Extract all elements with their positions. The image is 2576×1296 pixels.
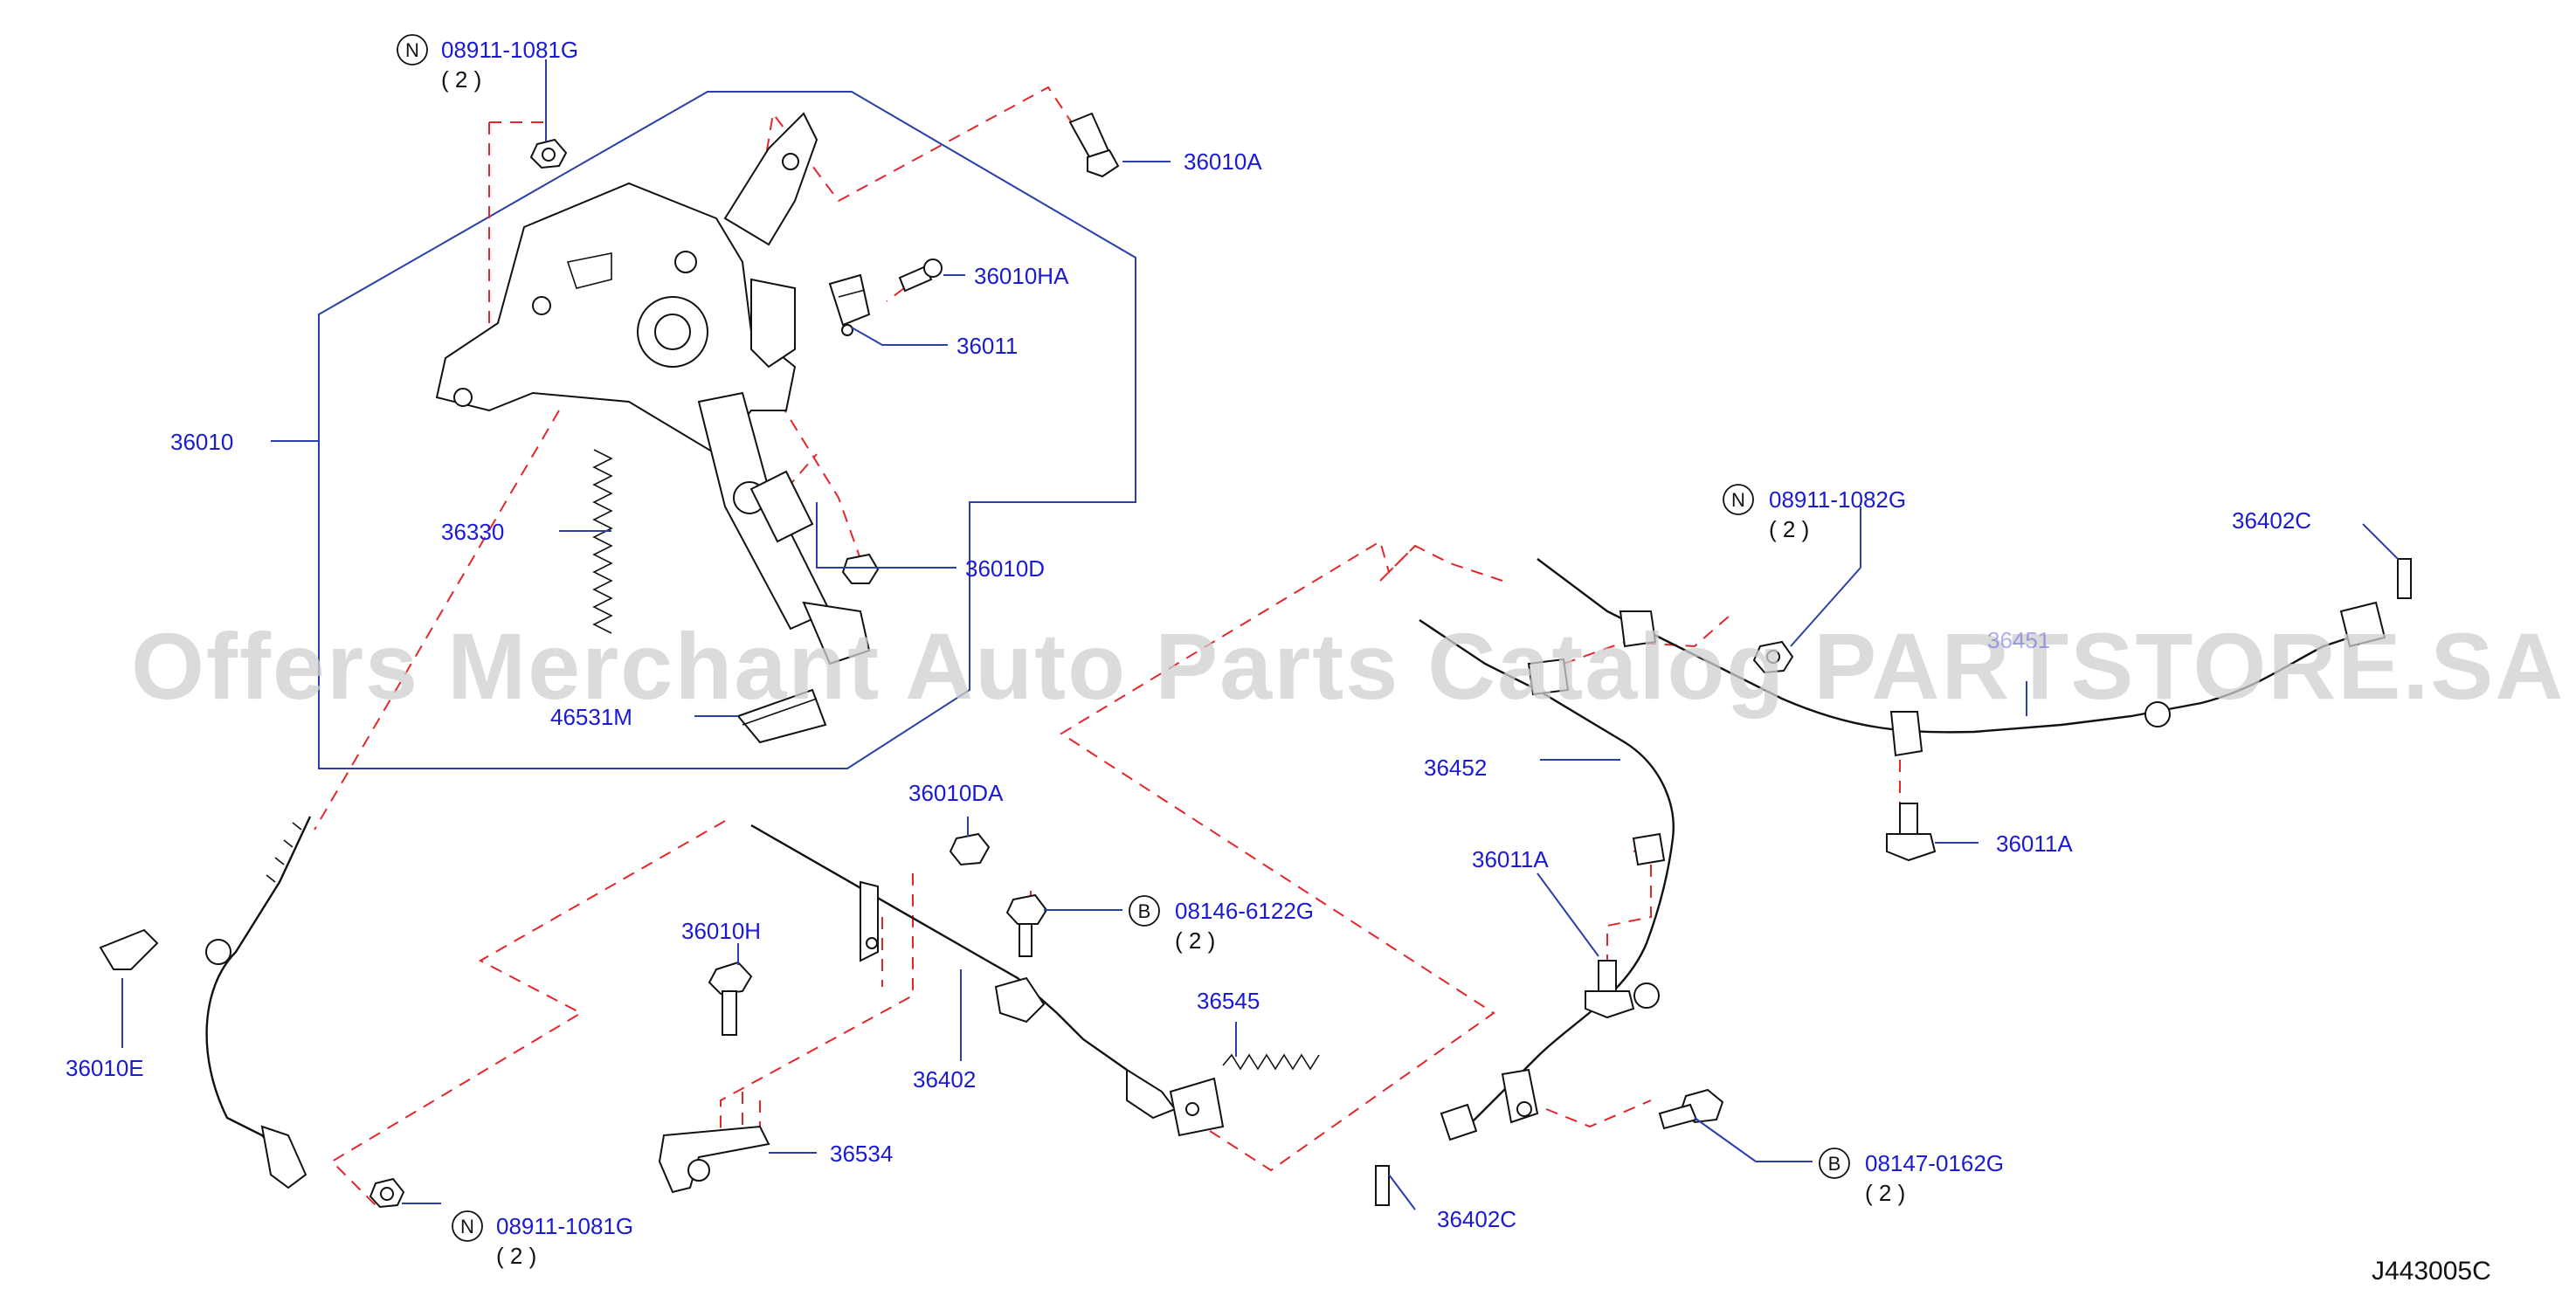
callout-n-right[interactable]: N 08911-1082G ( 2 ) <box>1723 484 1906 542</box>
pedal-arm <box>697 391 871 744</box>
rear-cable-36452 <box>1419 619 1675 1141</box>
callout-b-right-number[interactable]: 08147-0162G <box>1865 1150 2004 1176</box>
bolt-36011A-left <box>1585 960 1635 1019</box>
bolt-08146-6122G <box>1005 893 1048 957</box>
label-36010DA[interactable]: 36010DA <box>908 780 1004 806</box>
label-46531M[interactable]: 46531M <box>550 704 632 730</box>
callout-n-bottom[interactable]: N 08911-1081G ( 2 ) <box>452 1210 633 1269</box>
callout-b-mid-circle <box>1129 895 1160 927</box>
callout-n-bottom-letter: N <box>460 1216 474 1237</box>
callout-n-right-letter: N <box>1731 489 1745 511</box>
diagram-code: J443005C <box>2372 1257 2491 1286</box>
label-36534[interactable]: 36534 <box>830 1141 893 1167</box>
label-36010HA[interactable]: 36010HA <box>974 263 1069 289</box>
label-36010D[interactable]: 36010D <box>965 555 1045 582</box>
callout-b-mid-number[interactable]: 08146-6122G <box>1175 898 1314 924</box>
bolt-08147-0162G <box>1658 1088 1724 1130</box>
callout-n-bottom-number[interactable]: 08911-1081G <box>496 1213 633 1239</box>
callout-n-top-circle <box>397 34 428 65</box>
return-spring <box>592 449 613 634</box>
bracket-36534 <box>658 1125 770 1194</box>
label-36010A[interactable]: 36010A <box>1184 148 1262 175</box>
callout-b-right-qty: ( 2 ) <box>1865 1180 1905 1206</box>
pin-36402C-bottom <box>1375 1165 1390 1206</box>
center-cable-36402 <box>750 824 1225 1137</box>
label-36402[interactable]: 36402 <box>913 1066 976 1093</box>
label-36330[interactable]: 36330 <box>441 519 504 545</box>
nut-08911-1082G <box>1752 640 1794 674</box>
callout-n-bottom-circle <box>452 1210 483 1242</box>
callout-n-right-circle <box>1723 484 1754 515</box>
clip-36011 <box>828 273 871 336</box>
callout-n-top-number[interactable]: 08911-1081G <box>441 37 578 63</box>
rear-cable-36451 <box>1537 558 2386 757</box>
label-36010H[interactable]: 36010H <box>681 918 761 944</box>
callout-n-top-letter: N <box>405 39 419 61</box>
callout-n-right-number[interactable]: 08911-1082G <box>1769 486 1906 513</box>
pin-36402C-top <box>2397 558 2412 599</box>
callout-n-right-qty: ( 2 ) <box>1769 516 1809 542</box>
label-36545[interactable]: 36545 <box>1197 988 1260 1014</box>
label-36402C-bottom[interactable]: 36402C <box>1437 1206 1516 1232</box>
label-36010E[interactable]: 36010E <box>66 1055 144 1081</box>
callout-n-bottom-qty: ( 2 ) <box>496 1243 536 1269</box>
bolt-36010HA <box>898 259 943 293</box>
pedal-bracket <box>435 112 818 456</box>
spring-36545 <box>1222 1053 1320 1071</box>
label-36011[interactable]: 36011 <box>957 333 1018 359</box>
bolt-36010A <box>1068 112 1120 178</box>
bolt-36010H <box>708 961 753 1036</box>
nut-08911-1081G-bottom <box>369 1177 405 1209</box>
callout-b-mid[interactable]: B 08146-6122G ( 2 ) <box>1129 895 1314 954</box>
nut-36010D <box>841 553 880 584</box>
label-36452[interactable]: 36452 <box>1424 755 1487 781</box>
label-36011A-right[interactable]: 36011A <box>1996 831 2073 857</box>
label-36402C-top[interactable]: 36402C <box>2232 507 2311 534</box>
watermark: Offers Merchant Auto Parts Catalog PARTS… <box>131 613 2565 719</box>
label-36011A-left[interactable]: 36011A <box>1472 846 1549 872</box>
front-cable-left <box>205 816 312 1189</box>
callout-b-right[interactable]: B 08147-0162G ( 2 ) <box>1819 1148 2004 1206</box>
callout-b-mid-qty: ( 2 ) <box>1175 927 1215 954</box>
bolt-36011A-right <box>1886 803 1937 862</box>
clip-36010E <box>99 928 159 970</box>
callout-n-top-qty: ( 2 ) <box>441 66 481 93</box>
callout-b-right-circle <box>1819 1148 1850 1179</box>
nut-36010DA <box>949 832 991 866</box>
nut-08911-1081G-top <box>529 138 568 169</box>
label-36451-partial[interactable]: 36451 <box>1987 627 2050 653</box>
callout-b-mid-letter: B <box>1138 900 1151 922</box>
pedal-assembly-frame <box>318 91 1136 769</box>
label-36010[interactable]: 36010 <box>170 429 233 455</box>
callout-b-right-letter: B <box>1828 1153 1841 1175</box>
leader-lines <box>121 59 2399 1210</box>
callout-n-top[interactable]: N 08911-1081G ( 2 ) <box>397 34 578 93</box>
